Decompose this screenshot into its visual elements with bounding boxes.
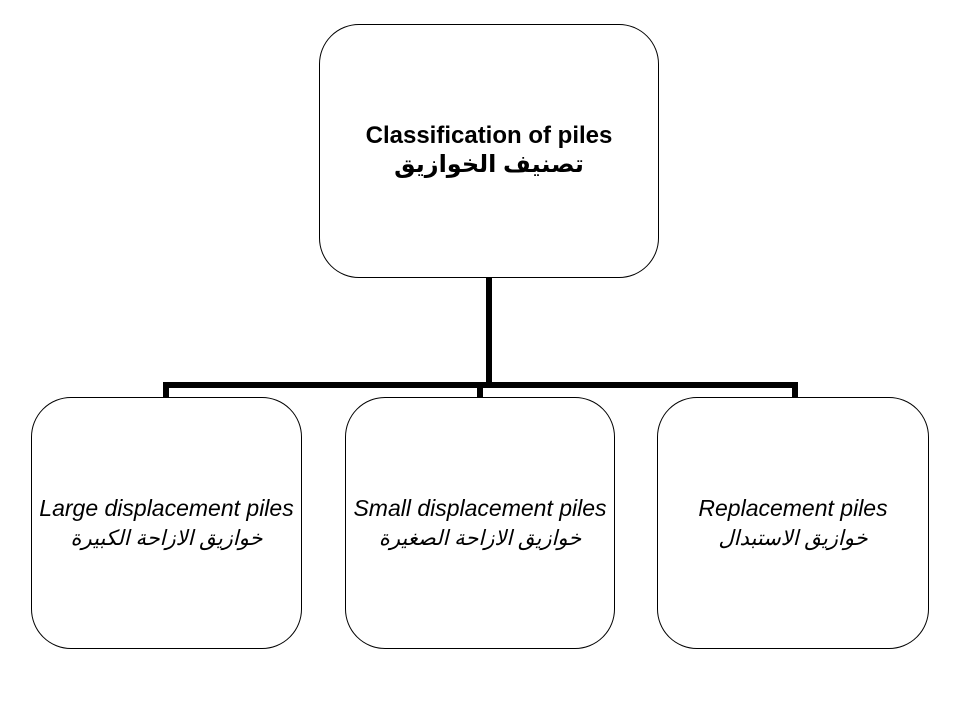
child-title-english: Large displacement piles bbox=[39, 495, 294, 521]
child-title-arabic: خوازيق الازاحة الكبيرة bbox=[70, 527, 263, 550]
root-node: Classification of piles تصنيف الخوازيق bbox=[319, 24, 659, 278]
child-title-english: Small displacement piles bbox=[353, 495, 607, 521]
child-title-english: Replacement piles bbox=[698, 495, 888, 521]
child-node-replacement: Replacement piles خوازيق الاستبدال bbox=[657, 397, 929, 649]
child-title-arabic: خوازيق الازاحة الصغيرة bbox=[378, 527, 582, 550]
child-node-large-displacement: Large displacement piles خوازيق الازاحة … bbox=[31, 397, 302, 649]
child-node-small-displacement: Small displacement piles خوازيق الازاحة … bbox=[345, 397, 615, 649]
root-title-arabic: تصنيف الخوازيق bbox=[394, 151, 584, 178]
child-title-arabic: خوازيق الاستبدال bbox=[718, 527, 868, 550]
root-title-english: Classification of piles bbox=[365, 122, 613, 149]
